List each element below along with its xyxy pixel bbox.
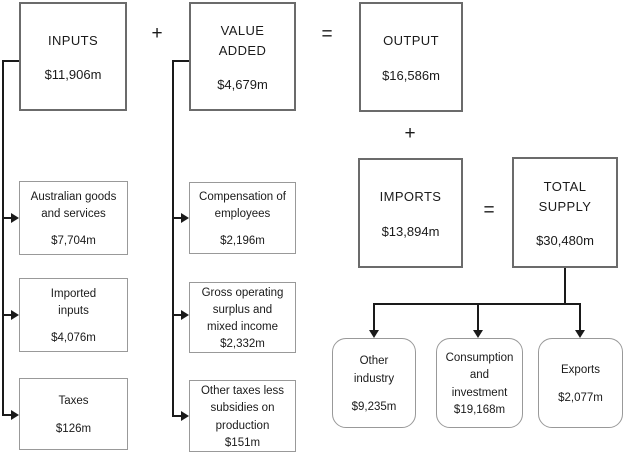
output-box: OUTPUT $16,586m [359,2,463,112]
other-taxes-box: Other taxes less subsidies on production… [189,380,296,452]
australian-goods-amount: $7,704m [51,235,96,248]
connector-line [564,268,566,305]
connector-line [172,314,182,316]
exports-amount: $2,077m [558,392,603,405]
connector-line [373,303,375,331]
connector-line [172,60,174,417]
connector-line [477,303,479,331]
value-added-title: VALUE ADDED [218,23,267,58]
equals-operator-top: = [321,24,333,45]
compensation-title: Compensation of employees [199,190,286,220]
australian-goods-box: Australian goods and services $7,704m [19,181,128,255]
inputs-amount: $11,906m [44,67,102,83]
plus-operator-top: + [151,23,163,44]
compensation-amount: $2,196m [220,235,265,248]
plus-operator-supply: + [404,123,416,144]
imported-inputs-box: Imported inputs $4,076m [19,278,128,352]
total-supply-amount: $30,480m [536,233,594,248]
value-added-box: VALUE ADDED $4,679m [189,2,296,111]
taxes-amount: $126m [55,422,92,435]
imports-box: IMPORTS $13,894m [358,158,463,268]
consumption-investment-box: Consumption and investment $19,168m [436,338,523,428]
connector-line [2,314,12,316]
total-supply-box: TOTAL SUPPLY $30,480m [512,157,618,268]
value-added-amount: $4,679m [217,77,268,92]
compensation-box: Compensation of employees $2,196m [189,182,296,254]
arrow-down-icon [369,330,379,338]
connector-line [579,303,581,331]
taxes-title: Taxes [58,395,89,408]
inputs-title: INPUTS [47,32,99,48]
arrow-right-icon [181,213,189,223]
imports-amount: $13,894m [381,223,440,239]
exports-box: Exports $2,077m [538,338,623,428]
total-supply-title: TOTAL SUPPLY [538,179,592,214]
exports-title: Exports [561,363,600,376]
connector-line [2,414,12,416]
gross-operating-surplus-title: Gross operating surplus and mixed income [201,286,284,334]
consumption-investment-title: Consumption and investment [445,352,514,399]
arrow-down-icon [575,330,585,338]
other-taxes-amount: $151m [224,436,261,449]
connector-line [172,60,189,62]
arrow-right-icon [181,411,189,421]
consumption-investment-amount: $19,168m [453,403,506,416]
other-industry-box: Other industry $9,235m [332,338,416,428]
arrow-right-icon [11,310,19,320]
imported-inputs-amount: $4,076m [51,332,96,345]
equals-operator-supply: = [483,200,495,221]
other-taxes-title: Other taxes less subsidies on production [200,385,285,432]
gross-operating-surplus-box: Gross operating surplus and mixed income… [189,282,296,353]
gross-operating-surplus-amount: $2,332m [220,338,265,351]
inputs-box: INPUTS $11,906m [19,2,127,111]
imported-inputs-title: Imported inputs [50,287,97,317]
output-amount: $16,586m [382,67,440,83]
connector-line [172,415,182,417]
output-title: OUTPUT [383,33,439,49]
imports-title: IMPORTS [379,189,442,205]
connector-line [2,60,19,62]
arrow-right-icon [181,310,189,320]
arrow-right-icon [11,410,19,420]
other-industry-amount: $9,235m [351,400,397,413]
arrow-right-icon [11,213,19,223]
arrow-down-icon [473,330,483,338]
taxes-box: Taxes $126m [19,378,128,450]
connector-line [2,60,4,416]
australian-goods-title: Australian goods and services [30,190,117,220]
connector-line [172,217,182,219]
other-industry-title: Other industry [353,355,395,385]
connector-line [2,217,12,219]
